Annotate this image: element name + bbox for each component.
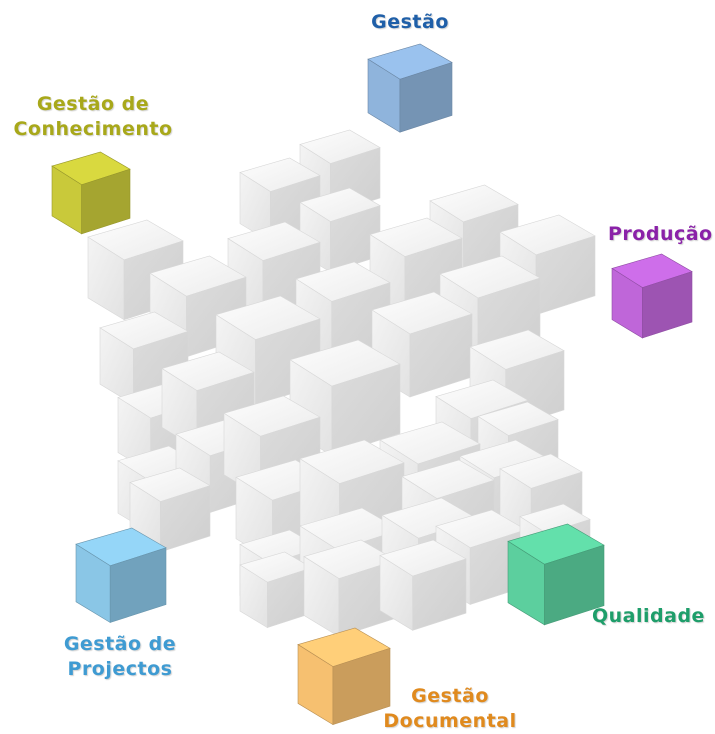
- module-label-line: Documental: [383, 710, 517, 732]
- module-label-line: Gestão: [411, 685, 489, 707]
- module-label-line: Projectos: [67, 658, 173, 680]
- cube-icon: [75, 527, 167, 624]
- cube-icon: [51, 151, 131, 235]
- module-label-conhecimento[interactable]: Gestão de Conhecimento: [8, 92, 178, 142]
- module-label-qualidade[interactable]: Qualidade: [592, 604, 705, 629]
- cube-icon: [367, 43, 453, 133]
- module-label-line: Gestão de: [36, 93, 150, 115]
- cube-icon: [611, 253, 693, 339]
- cube-cluster-icon: [87, 129, 596, 638]
- module-label-line: Produção: [608, 223, 713, 245]
- cube-icon: [507, 523, 605, 626]
- white-cube: [299, 187, 381, 273]
- module-label-line: Conhecimento: [13, 118, 173, 140]
- module-label-producao[interactable]: Produção: [608, 222, 713, 247]
- module-label-line: Gestão: [371, 11, 449, 33]
- white-cube: [379, 539, 467, 631]
- module-cubes: [51, 43, 693, 726]
- white-cube: [239, 551, 313, 629]
- white-cube: [371, 291, 473, 398]
- white-cube: [289, 339, 401, 457]
- module-label-line: Gestão de: [63, 633, 177, 655]
- module-label-line: Qualidade: [592, 605, 705, 627]
- module-label-projectos[interactable]: Gestão de Projectos: [50, 632, 190, 682]
- module-label-documental[interactable]: Gestão Documental: [370, 684, 530, 734]
- cube-icon: [297, 627, 391, 726]
- module-label-gestao[interactable]: Gestão: [360, 10, 460, 35]
